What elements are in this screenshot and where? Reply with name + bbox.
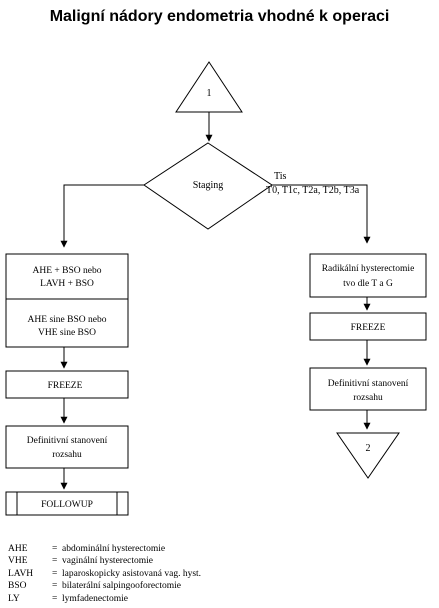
legend-abbr: BSO bbox=[8, 581, 27, 592]
followup-label: FOLLOWUP bbox=[41, 500, 93, 510]
end-connector-shape bbox=[336, 432, 400, 479]
legend-equals: = bbox=[52, 556, 58, 567]
legend-desc: vaginální hysterectomie bbox=[62, 556, 154, 567]
right-radical-line1: Radikální hysterectomie bbox=[322, 264, 415, 274]
legend-desc: bilaterální salpingooforectomie bbox=[62, 581, 181, 592]
legend-row: AHE = abdominální hysterectomie bbox=[8, 543, 388, 555]
legend-equals: = bbox=[52, 544, 58, 554]
legend-equals: = bbox=[52, 568, 58, 579]
left-surgery-options-box bbox=[5, 253, 129, 348]
legend-equals: = bbox=[52, 581, 58, 592]
right-radical-surgery-box bbox=[309, 253, 427, 298]
left-surgery-line1: AHE + BSO nebo bbox=[33, 266, 102, 276]
left-freeze-box bbox=[5, 370, 129, 399]
legend-desc: abdominální hysterectomie bbox=[62, 544, 166, 554]
legend-desc: laparoskopicky asistovaná vag. hyst. bbox=[62, 568, 202, 579]
left-final-staging-line1: Definitivní stanovení bbox=[27, 435, 108, 446]
left-final-staging-line2: rozsahu bbox=[52, 450, 82, 460]
legend-abbr: LAVH bbox=[8, 568, 34, 579]
left-final-staging-box bbox=[5, 425, 129, 469]
abbreviation-legend: AHE = abdominální hysterectomie VHE = va… bbox=[8, 543, 388, 605]
right-freeze-box bbox=[309, 312, 427, 341]
right-final-staging-line1: Definitivní stanovení bbox=[328, 378, 409, 389]
followup-box bbox=[5, 491, 129, 516]
diagram-title: Maligní nádory endometria vhodné k opera… bbox=[49, 8, 390, 25]
staging-decision-label: Staging bbox=[193, 180, 224, 191]
legend-abbr: AHE bbox=[8, 544, 28, 554]
left-freeze-label: FREEZE bbox=[48, 381, 83, 391]
start-connector-shape bbox=[175, 61, 243, 113]
right-freeze-label: FREEZE bbox=[351, 323, 386, 333]
legend-desc: lymfadenectomie bbox=[62, 593, 128, 604]
start-connector-label: 1 bbox=[207, 88, 212, 99]
right-radical-line2: tvo dle T a G bbox=[343, 279, 393, 289]
branch-label-stages: T0, T1c, T2a, T2b, T3a bbox=[266, 185, 360, 196]
legend-row: LAVH = laparoskopicky asistovaná vag. hy… bbox=[8, 568, 388, 580]
staging-decision-shape bbox=[143, 142, 273, 230]
legend-row: VHE = vaginální hysterectomie bbox=[8, 555, 388, 567]
end-connector-label: 2 bbox=[366, 443, 371, 454]
right-final-staging-line2: rozsahu bbox=[353, 393, 383, 403]
legend-row: BSO = bilaterální salpingooforectomie bbox=[8, 580, 388, 592]
arrow-decision-to-left bbox=[60, 184, 144, 248]
left-surgery-line3: AHE sine BSO nebo bbox=[28, 315, 107, 325]
right-final-staging-box bbox=[309, 367, 427, 411]
legend-equals: = bbox=[52, 593, 58, 604]
legend-abbr: VHE bbox=[8, 556, 28, 567]
left-surgery-line2: LAVH + BSO bbox=[40, 279, 94, 289]
legend-row: LY = lymfadenectomie bbox=[8, 593, 388, 605]
branch-label-tis: Tis bbox=[274, 171, 287, 182]
left-surgery-line4: VHE sine BSO bbox=[38, 328, 96, 338]
legend-abbr: LY bbox=[8, 593, 20, 604]
arrow-decision-to-right bbox=[272, 184, 371, 244]
